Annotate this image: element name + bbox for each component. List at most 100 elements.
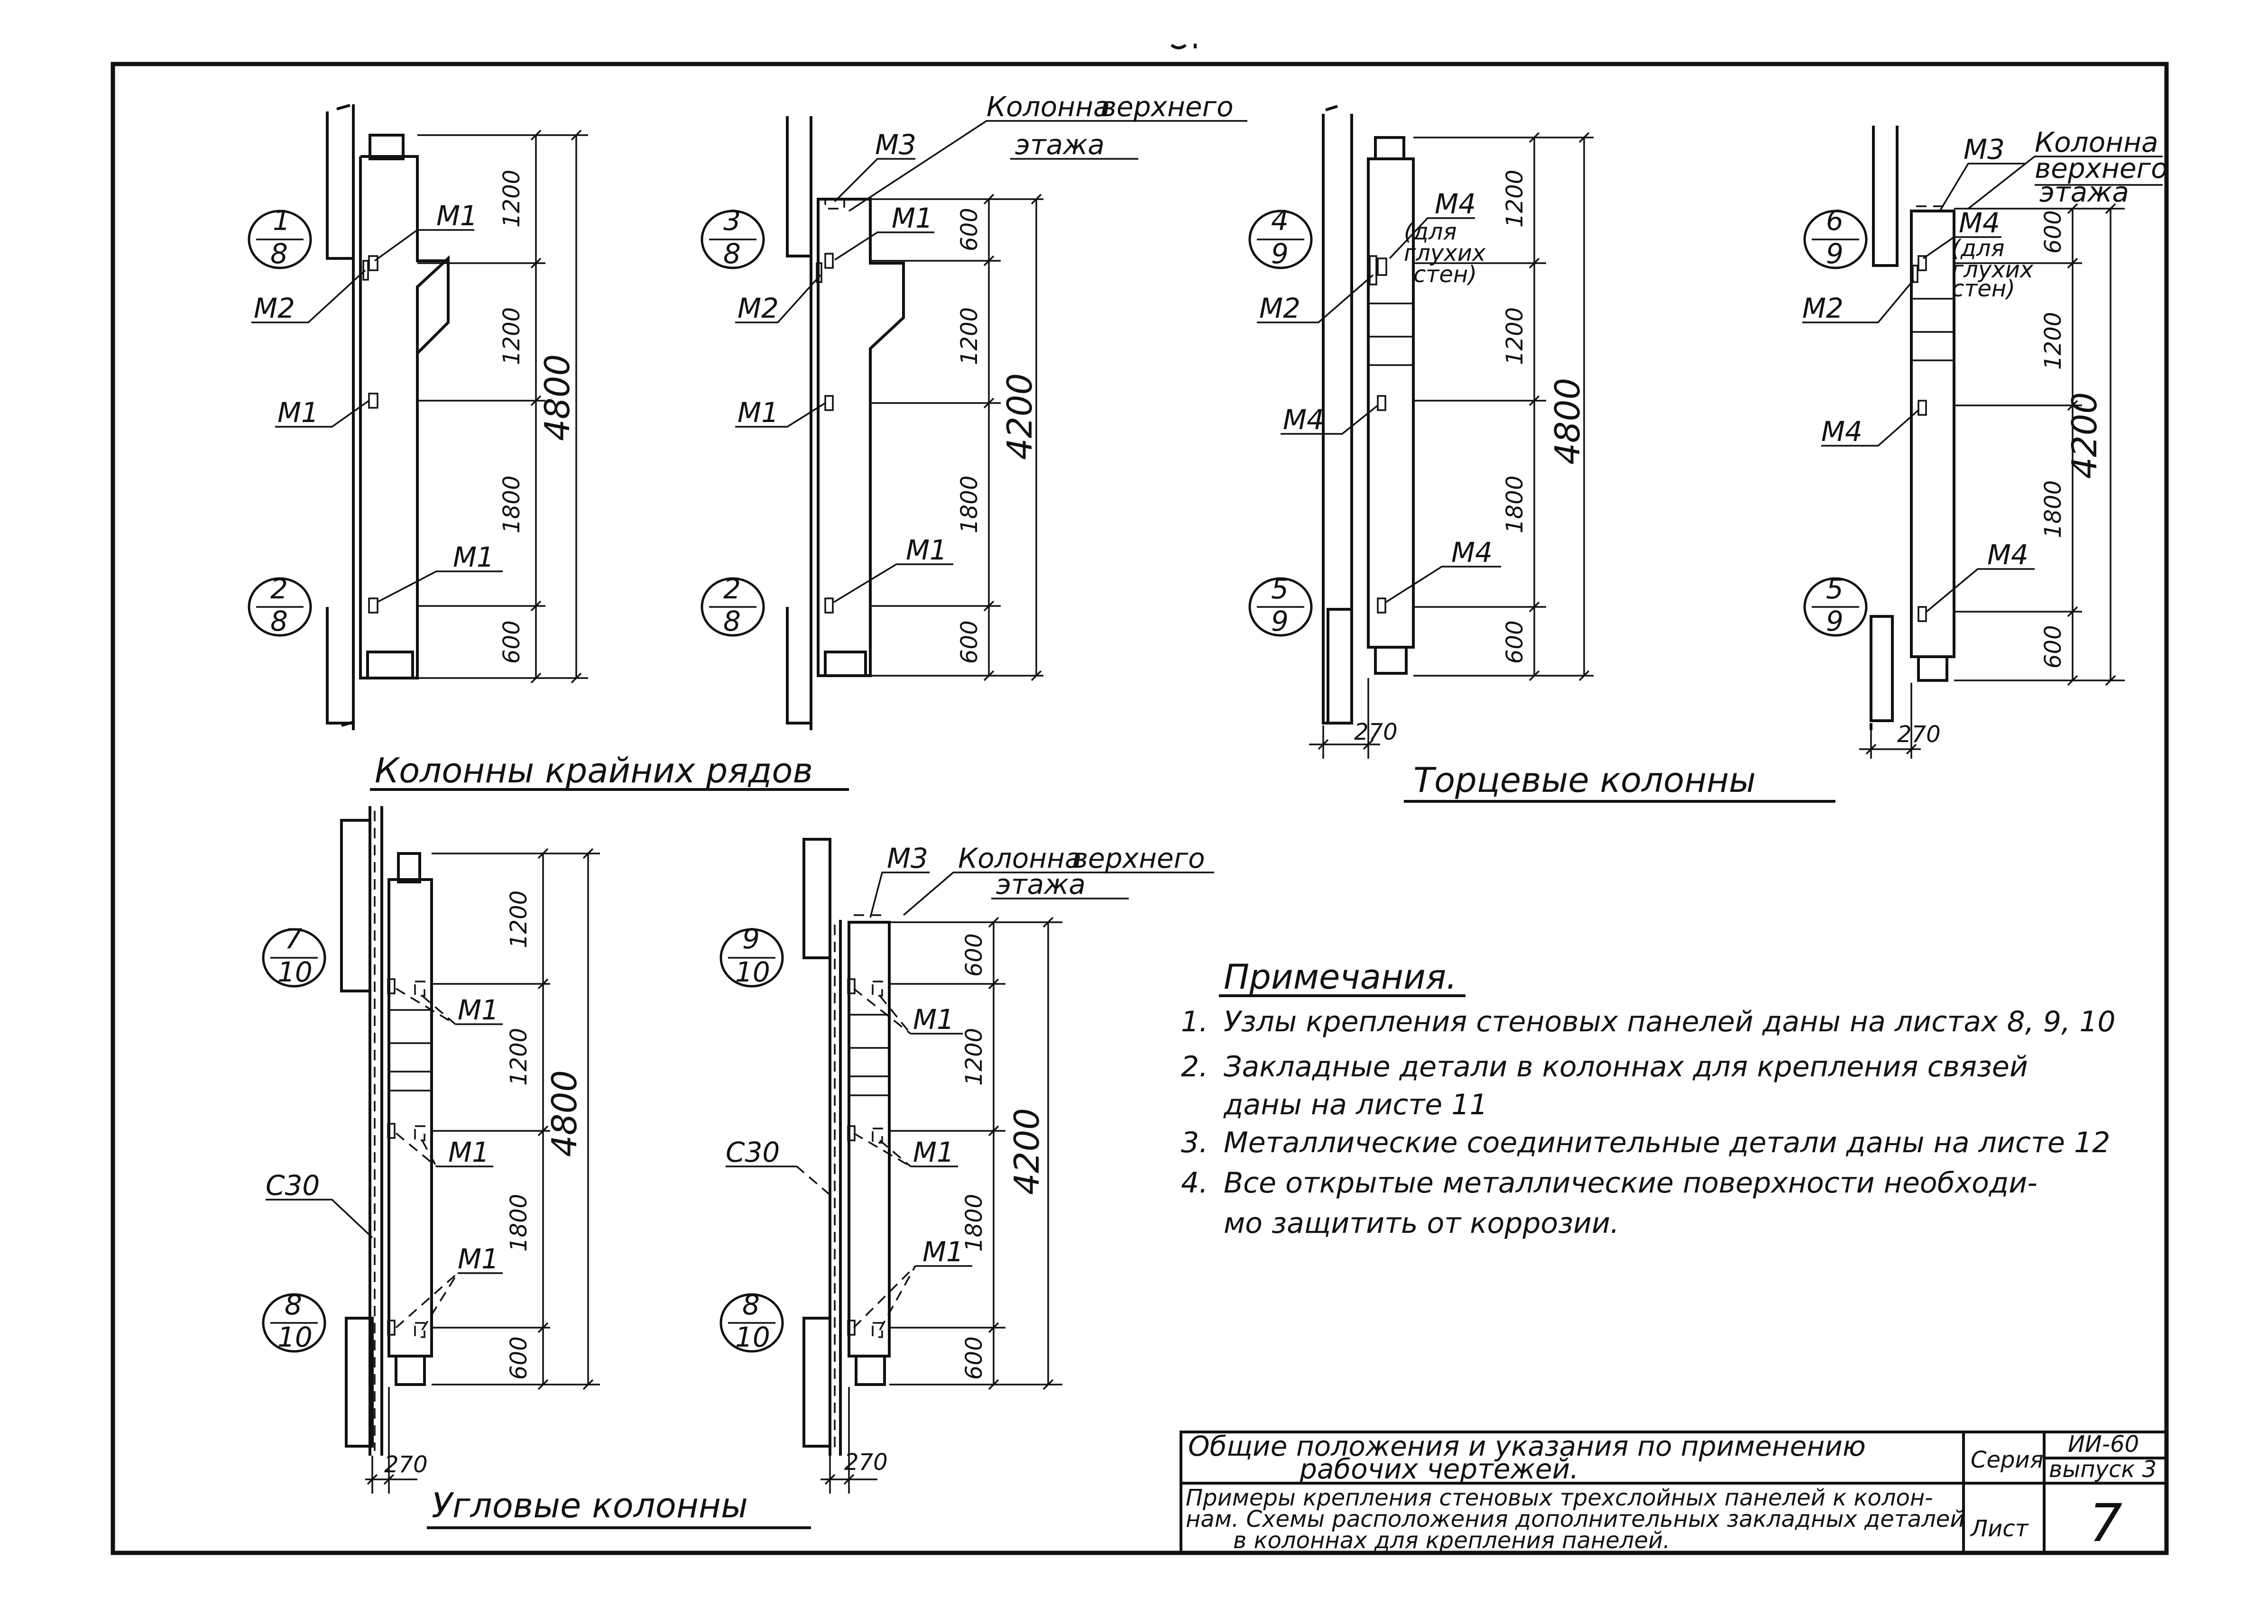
svg-text:10: 10 [735,1321,770,1353]
dim-4200: 4200 [1007,1108,1047,1195]
dim-4200: 4200 [2065,392,2104,479]
callout-5b: 5 9 [1803,573,1868,637]
callout-7: 7 10 [262,923,326,988]
title-end-columns: Торцевые колонны [1413,760,1756,800]
dim-1200: 1200 [498,170,525,228]
notes-title: Примечания. [1224,957,1457,997]
svg-text:9: 9 [742,923,760,955]
dim-1200: 1200 [1502,170,1528,228]
dim-1800: 1800 [498,476,525,533]
drawing-frame [111,62,2169,1555]
svg-text:3: 3 [723,204,741,237]
label-m1: М1 [458,1243,499,1275]
dim-600: 600 [961,1336,987,1380]
dim-1800: 1800 [2040,480,2066,538]
dim-600: 600 [961,933,987,977]
label-m3: М3 [1964,133,2005,165]
svg-text:10: 10 [735,956,770,988]
dim-1800: 1800 [956,476,983,533]
upper-column-label: этажа [1015,128,1105,161]
blind-walls-note: глухих [1952,257,2034,283]
label-m1: М1 [436,200,478,232]
callout-1: 1 8 [248,204,312,270]
svg-text:5: 5 [1826,573,1844,605]
callout-2: 2 8 [248,573,312,637]
dim-600: 600 [956,620,983,664]
upper-column-label: этажа [2039,176,2129,208]
svg-text:8: 8 [723,605,741,637]
sheet-number: 7 [2089,1493,2122,1553]
svg-text:8: 8 [285,1289,302,1321]
dim-1200: 1200 [1502,307,1528,365]
svg-text:3.: 3. [1181,1126,1208,1159]
upper-column-label: верхнего [1100,91,1234,123]
title-edge-rows: Колонны крайних рядов [375,751,813,790]
upper-column-label: Колонна [986,91,1110,123]
title-line-2: рабочих чертежей. [1299,1453,1579,1485]
svg-text:8: 8 [270,238,288,270]
dim-4800: 4800 [544,1070,584,1157]
dim-4800: 4800 [1548,378,1587,465]
label-m1: М1 [738,396,779,429]
label-m1: М1 [913,1136,954,1168]
svg-text:8: 8 [742,1289,760,1321]
label-m4: М4 [1283,404,1324,436]
label-m3: М3 [887,842,928,874]
upper-column-label: Колонна [2035,126,2158,158]
dim-1200: 1200 [506,890,532,948]
note-1: Узлы крепления стеновых панелей даны на … [1224,1005,2116,1038]
label-m2: М2 [1802,292,1844,324]
dim-4200: 4200 [1000,373,1040,460]
svg-text:4.: 4. [1181,1166,1208,1200]
label-m1: М1 [906,534,947,566]
dim-1200: 1200 [956,307,983,365]
blind-walls-note: стен) [1413,261,1477,288]
note-2-cont: даны на листе 11 [1223,1088,1488,1121]
callout-5: 5 9 [1248,573,1313,637]
label-m4: М4 [1821,415,1862,448]
upper-column-label: верхнего [2035,152,2168,184]
svg-text:4: 4 [1271,204,1289,237]
column-end-4200: 600 1200 1800 600 4200 270 М3 Колонна ве… [1802,126,2168,759]
column-end-4800: 1200 1200 1800 600 4800 270 М4 (для глух… [1257,105,1594,759]
svg-text:9: 9 [1826,605,1844,637]
svg-text:8: 8 [723,238,741,270]
svg-text:5: 5 [1271,573,1289,605]
dim-270: 270 [1354,719,1398,745]
dim-1800: 1800 [506,1194,532,1252]
callout-9: 9 10 [719,923,784,988]
label-m4: М4 [1435,188,1476,220]
note-4-cont: мо защитить от коррозии. [1224,1207,1619,1240]
dim-270: 270 [384,1451,428,1478]
title-corner-columns: Угловые колонны [432,1486,748,1525]
dim-1200: 1200 [498,307,525,365]
series-label: Серия [1971,1447,2044,1473]
title-block: Общие положения и указания по применению… [1180,1430,2168,1554]
column-corner-4200: 600 1200 1800 600 4200 М3 Колонна верхне… [726,838,1214,1494]
note-4: Все открытые металлические поверхности н… [1224,1166,2038,1200]
callout-6: 6 9 [1803,204,1868,270]
svg-text:9: 9 [1826,238,1844,270]
notes-block: Примечания. 1. Узлы крепления стеновых п… [1181,957,2116,1240]
dim-1200: 1200 [506,1028,532,1086]
svg-text:1: 1 [273,204,290,237]
callout-8: 8 10 [262,1289,326,1353]
top-mark [1171,44,1197,49]
dim-600: 600 [2040,210,2066,254]
svg-text:10: 10 [277,1321,313,1353]
label-m2: М2 [254,292,295,324]
blind-walls-note: стен) [1952,275,2015,302]
svg-text:8: 8 [270,605,288,637]
sheet-label: Лист [1970,1515,2029,1542]
label-m1: М1 [922,1236,964,1268]
callout-2b: 2 8 [701,573,765,637]
svg-text:2: 2 [270,573,288,605]
desc-line-2: нам. Схемы расположения дополнительных з… [1186,1506,1965,1532]
dim-600: 600 [1502,620,1528,664]
label-c30: С30 [266,1169,320,1202]
dim-1200: 1200 [961,1028,987,1086]
dim-1800: 1800 [1502,476,1528,533]
dim-270: 270 [1897,721,1941,748]
label-c30: С30 [726,1136,780,1168]
